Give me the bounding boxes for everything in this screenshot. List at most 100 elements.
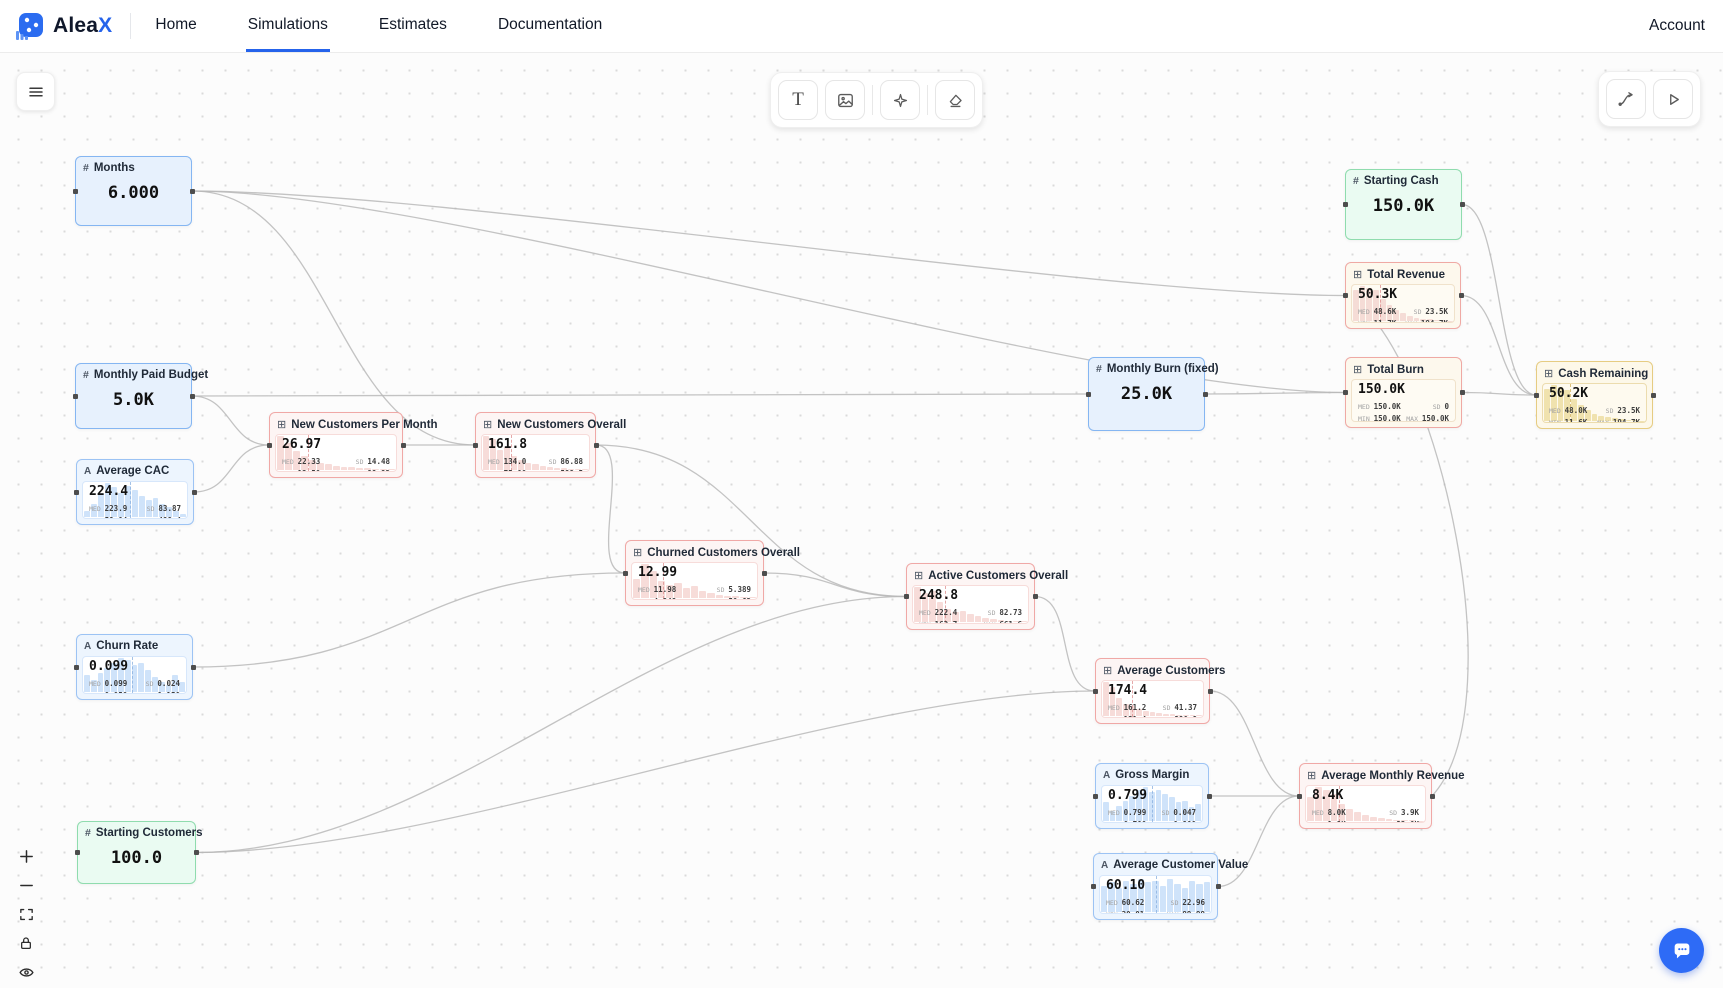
input-handle[interactable]	[1342, 293, 1348, 298]
edge-months-to-new_customers_overall[interactable]	[191, 190, 476, 446]
histogram-bar	[1005, 620, 1012, 622]
edge-starting_cash-to-cash_remaining[interactable]	[1461, 203, 1537, 396]
output-handle[interactable]	[400, 442, 406, 448]
zoom-out-button[interactable]	[16, 875, 36, 895]
edge-churned_customers_overall-to-active_customers_overall[interactable]	[763, 572, 907, 598]
input-handle[interactable]	[903, 594, 909, 599]
stat-label: MAX	[1381, 821, 1397, 822]
output-handle[interactable]	[593, 442, 599, 448]
zoom-in-button[interactable]	[16, 846, 36, 866]
account-button[interactable]: Account	[1648, 17, 1705, 34]
edge-monthly_paid_budget-to-new_customers_per_month[interactable]	[191, 395, 270, 446]
edge-monthly_paid_budget-to-monthly_burn[interactable]	[191, 393, 1089, 397]
input-handle[interactable]	[73, 664, 79, 670]
input-handle[interactable]	[73, 489, 79, 495]
output-handle[interactable]	[761, 570, 767, 576]
output-handle[interactable]	[1459, 202, 1465, 207]
input-handle[interactable]	[622, 570, 628, 576]
output-handle[interactable]	[1032, 594, 1038, 599]
input-handle[interactable]	[1085, 391, 1091, 397]
output-handle[interactable]	[189, 393, 195, 399]
edge-total_burn-to-cash_remaining[interactable]	[1461, 391, 1537, 396]
input-handle[interactable]	[72, 188, 78, 194]
output-handle[interactable]	[1215, 884, 1221, 889]
input-handle[interactable]	[1092, 688, 1098, 694]
stats-left: MED 22.33MIN 12.50	[282, 455, 320, 471]
output-handle[interactable]	[193, 850, 199, 855]
output-handle[interactable]	[1207, 688, 1213, 694]
edge-new_customers_overall-to-churned_customers_overall[interactable]	[595, 444, 626, 574]
output-handle[interactable]	[191, 489, 197, 495]
output-handle[interactable]	[1650, 392, 1656, 398]
input-handle[interactable]	[1090, 884, 1096, 889]
visibility-button[interactable]	[16, 962, 36, 982]
output-handle[interactable]	[190, 664, 196, 670]
stat-label: SD	[548, 458, 561, 466]
stat-row: SD 14.48	[352, 455, 390, 467]
input-handle[interactable]	[1533, 392, 1539, 398]
sparkle-tool-button[interactable]	[880, 80, 920, 120]
lock-button[interactable]	[16, 933, 36, 953]
output-handle[interactable]	[1202, 391, 1208, 397]
output-handle[interactable]	[1206, 793, 1212, 799]
edge-total_revenue-to-cash_remaining[interactable]	[1460, 294, 1537, 396]
edge-monthly_burn-to-total_burn[interactable]	[1204, 391, 1346, 395]
nav-documentation[interactable]: Documentation	[497, 15, 603, 33]
edge-months-to-total_burn[interactable]	[191, 190, 1346, 394]
edge-average_customers-to-average_monthly_revenue[interactable]	[1209, 690, 1300, 797]
nav-home[interactable]: Home	[155, 15, 197, 33]
edge-active_customers_overall-to-average_customers[interactable]	[1034, 595, 1096, 692]
edge-churn_rate-to-churned_customers_overall[interactable]	[192, 572, 626, 668]
edge-starting_customers-to-average_customers[interactable]	[195, 690, 1096, 854]
node-monthly_burn[interactable]: #Monthly Burn (fixed)25.0K	[1085, 357, 1219, 431]
brand[interactable]: AleaX	[0, 12, 112, 41]
edge-months-to-total_revenue[interactable]	[191, 190, 1346, 297]
fit-view-button[interactable]	[16, 904, 36, 924]
nav-simulations[interactable]: Simulations	[245, 0, 330, 52]
edge-starting_customers-to-active_customers_overall[interactable]	[195, 595, 907, 854]
chat-button[interactable]	[1659, 928, 1704, 973]
input-handle[interactable]	[1342, 202, 1348, 207]
edge-average_cac-to-new_customers_per_month[interactable]	[193, 444, 270, 493]
eraser-tool-button[interactable]	[935, 80, 975, 120]
edge-average_customer_value-to-average_monthly_revenue[interactable]	[1217, 795, 1300, 888]
stat-row: SD 23.5K	[1405, 305, 1448, 317]
play-button[interactable]	[1653, 79, 1693, 119]
input-handle[interactable]	[472, 442, 478, 448]
output-handle[interactable]	[1459, 390, 1465, 395]
input-handle[interactable]	[72, 393, 78, 399]
edge-new_customers_overall-to-active_customers_overall[interactable]	[595, 444, 907, 598]
nav-estimates[interactable]: Estimates	[378, 15, 447, 33]
run-flow-icon	[1617, 91, 1633, 106]
output-handle[interactable]	[189, 188, 195, 194]
input-handle[interactable]	[74, 850, 80, 855]
image-tool-button[interactable]	[825, 80, 865, 120]
input-handle[interactable]	[1092, 793, 1098, 799]
text-tool-button[interactable]: T	[778, 80, 818, 120]
input-handle[interactable]	[266, 442, 272, 448]
run-flow-button[interactable]	[1606, 79, 1646, 119]
input-handle[interactable]	[1342, 390, 1348, 395]
output-handle[interactable]	[1458, 293, 1464, 298]
menu-button[interactable]	[16, 72, 55, 111]
output-handle[interactable]	[1429, 793, 1435, 799]
input-handle[interactable]	[1296, 793, 1302, 799]
